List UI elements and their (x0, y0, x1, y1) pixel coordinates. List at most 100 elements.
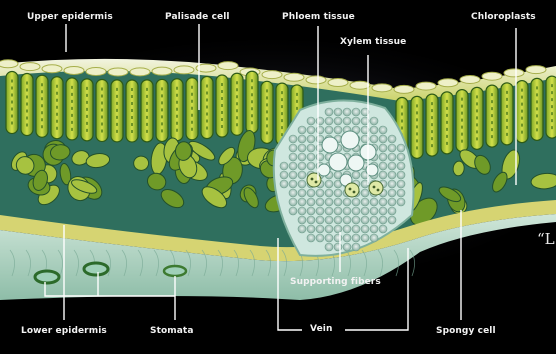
vein-cell (325, 198, 333, 206)
vein-cell (307, 198, 315, 206)
vein-cell (316, 207, 324, 215)
phloem-dot (349, 188, 352, 191)
vein-cell (388, 162, 396, 170)
vein-cell (388, 216, 396, 224)
phloem-dot (373, 186, 376, 189)
xylem-vessel (322, 137, 338, 153)
vein-cell (361, 198, 369, 206)
vein-cell (316, 117, 324, 125)
vein-cell (280, 180, 288, 188)
vein-cell (325, 207, 333, 215)
label-vein: Vein (310, 324, 332, 334)
vein-cell (289, 153, 297, 161)
epidermis-cell (350, 81, 370, 89)
vein-cell (280, 162, 288, 170)
vein-cell (397, 198, 405, 206)
vein-cell (352, 225, 360, 233)
vein-cell (325, 234, 333, 242)
xylem-vessel (341, 131, 359, 149)
epidermis-cell (306, 76, 326, 84)
vein-cell (307, 117, 315, 125)
epidermis-cell (504, 69, 524, 77)
vein-cell (334, 243, 342, 251)
vein-cell (352, 216, 360, 224)
vein-cell (307, 234, 315, 242)
vein-cell (379, 162, 387, 170)
vein-cell (298, 225, 306, 233)
vein-cell (307, 135, 315, 143)
vein-cell (361, 234, 369, 242)
vein-cell (370, 117, 378, 125)
xylem-vessel (329, 153, 347, 171)
label-chloroplasts: Chloroplasts (471, 12, 536, 22)
label-spongy-cell: Spongy cell (436, 326, 496, 336)
vein-cell (388, 171, 396, 179)
vein-cell (334, 189, 342, 197)
epidermis-cell (482, 72, 502, 80)
vein-cell (307, 162, 315, 170)
vein-cell (298, 135, 306, 143)
vein-cell (334, 225, 342, 233)
vein-cell (298, 144, 306, 152)
vein-cell (325, 180, 333, 188)
vein-cell (370, 225, 378, 233)
label-upper-epidermis: Upper epidermis (27, 12, 113, 22)
vein-cell (379, 144, 387, 152)
vein-cell (388, 207, 396, 215)
vein-cell (370, 207, 378, 215)
vein-cell (298, 180, 306, 188)
epidermis-cell (416, 82, 436, 90)
epidermis-cell (130, 68, 150, 76)
vein-cell (298, 162, 306, 170)
vein-cell (352, 108, 360, 116)
vein-cell (298, 189, 306, 197)
vein-cell (343, 225, 351, 233)
vein-cell (289, 135, 297, 143)
vein-cell (343, 234, 351, 242)
vein-cell (316, 216, 324, 224)
phloem-dot (311, 178, 314, 181)
vein-cell (289, 189, 297, 197)
vein-cell (379, 171, 387, 179)
vein-cell (361, 225, 369, 233)
vein-cell (334, 207, 342, 215)
vein-cell (298, 153, 306, 161)
epidermis-cell (460, 76, 480, 84)
vein-cell (316, 225, 324, 233)
vein-cell (298, 126, 306, 134)
vein-cell (316, 198, 324, 206)
epidermis-cell (284, 73, 304, 81)
vein-cell (352, 117, 360, 125)
vein-cell (280, 171, 288, 179)
phloem-dot (353, 191, 356, 194)
vein-cell (379, 135, 387, 143)
vein-cell (289, 171, 297, 179)
phloem-cell (369, 181, 383, 195)
vein-cell (361, 207, 369, 215)
label-xylem-tissue: Xylem tissue (340, 37, 406, 47)
epidermis-cell (438, 79, 458, 87)
epidermis-cell (526, 66, 546, 74)
epidermis-cell (20, 63, 40, 71)
vein-cell (334, 126, 342, 134)
vein-cell (370, 126, 378, 134)
vein-cell (352, 171, 360, 179)
vein-cell (307, 207, 315, 215)
epidermis-cell (152, 67, 172, 75)
vein-cell (343, 108, 351, 116)
vein-cell (325, 243, 333, 251)
vein-cell (343, 243, 351, 251)
vein-cell (370, 216, 378, 224)
vein-cell (298, 216, 306, 224)
vein-cell (352, 207, 360, 215)
epidermis-cell (218, 62, 238, 70)
epidermis-cell (42, 65, 62, 73)
vein-cell (325, 216, 333, 224)
vein-cell (343, 117, 351, 125)
label-phloem-tissue: Phloem tissue (282, 12, 355, 22)
vein-cell (334, 216, 342, 224)
vein-cell (361, 216, 369, 224)
vein-cell (307, 216, 315, 224)
epidermis-cell (328, 79, 348, 87)
